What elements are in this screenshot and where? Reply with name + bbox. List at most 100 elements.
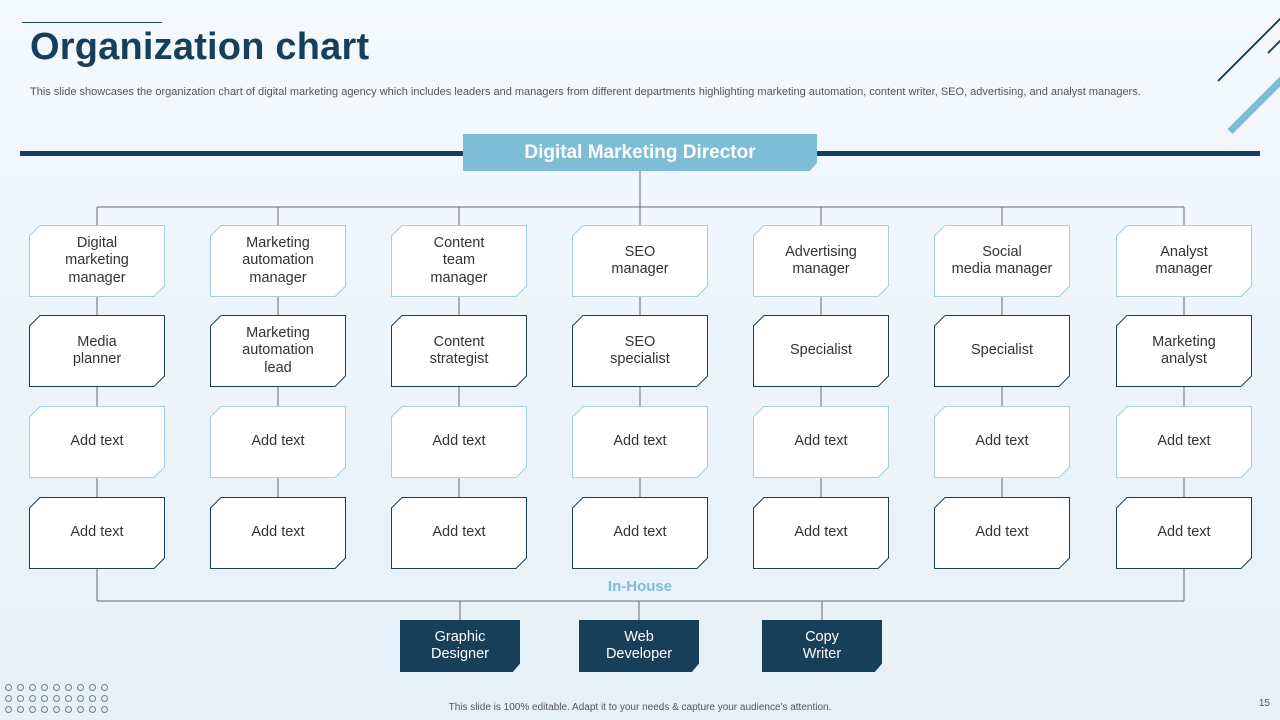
org-node-label: Add text (794, 433, 848, 450)
org-node-label: Marketing analyst (1152, 333, 1216, 368)
org-node-col4-row1: SEO manager (572, 225, 708, 297)
node-shape (210, 406, 346, 478)
node-shape (29, 497, 165, 569)
node-shape (934, 406, 1070, 478)
node-shape (29, 225, 165, 297)
decor-dot (65, 695, 72, 702)
decor-dot (17, 684, 24, 691)
org-node-label: Media planner (72, 333, 122, 368)
decor-dot (77, 706, 84, 713)
footer-note: This slide is 100% editable. Adapt it to… (448, 702, 832, 713)
org-node-col6-row1: Social media manager (934, 225, 1070, 297)
org-node-col6-row3: Add text (934, 406, 1070, 478)
org-node-col7-row3: Add text (1116, 406, 1252, 478)
in-house-label: In-House (607, 578, 673, 595)
node-shape (753, 497, 889, 569)
node-shape (1116, 406, 1252, 478)
decor-dot (101, 706, 108, 713)
dot-pattern-decoration (5, 684, 113, 713)
decor-dot (53, 706, 60, 713)
node-shape (391, 225, 527, 297)
org-node-label: Content team manager (430, 234, 488, 286)
decor-dot (29, 706, 36, 713)
org-node-label: Add text (975, 524, 1029, 541)
decor-dot (89, 706, 96, 713)
page-number: 15 (1258, 698, 1270, 709)
org-node-col7-row4: Add text (1116, 497, 1252, 569)
node-shape (391, 497, 527, 569)
node-shape (572, 497, 708, 569)
org-node-col3-row2: Content strategist (391, 315, 527, 387)
decor-dot (77, 684, 84, 691)
director-box: Digital Marketing Director (463, 134, 817, 171)
org-node-label: SEO specialist (610, 333, 670, 368)
org-node-col2-row3: Add text (210, 406, 346, 478)
org-node-label: Add text (251, 524, 305, 541)
node-shape (753, 225, 889, 297)
node-shape (210, 497, 346, 569)
org-node-label: Add text (432, 433, 486, 450)
org-node-label: Add text (432, 524, 486, 541)
org-node-label: Digital marketing manager (65, 234, 129, 286)
org-node-col2-row2: Marketing automation lead (210, 315, 346, 387)
org-node-label: Analyst manager (1155, 243, 1213, 278)
org-node-label: Add text (1157, 524, 1211, 541)
org-node-col1-row1: Digital marketing manager (29, 225, 165, 297)
node-shape (753, 406, 889, 478)
decor-dot (17, 695, 24, 702)
decor-dot (89, 684, 96, 691)
org-node-col5-row4: Add text (753, 497, 889, 569)
decor-dot (77, 695, 84, 702)
in-house-role-3: Copy Writer (762, 620, 882, 672)
decor-dot (5, 695, 12, 702)
node-shape (391, 406, 527, 478)
org-node-label: Add text (70, 433, 124, 450)
org-node-col4-row3: Add text (572, 406, 708, 478)
org-node-col5-row1: Advertising manager (753, 225, 889, 297)
node-shape (1116, 497, 1252, 569)
decor-dot (101, 684, 108, 691)
node-shape (210, 315, 346, 387)
decor-dot (41, 706, 48, 713)
node-shape (29, 315, 165, 387)
node-shape (1116, 225, 1252, 297)
org-node-col3-row3: Add text (391, 406, 527, 478)
org-node-col4-row2: SEO specialist (572, 315, 708, 387)
org-node-label: Advertising manager (785, 243, 857, 278)
org-node-label: Add text (251, 433, 305, 450)
decor-dot (29, 684, 36, 691)
org-node-label: Add text (794, 524, 848, 541)
org-node-col5-row2: Specialist (753, 315, 889, 387)
decor-dot (29, 695, 36, 702)
node-shape (934, 315, 1070, 387)
org-node-label: Marketing automation manager (242, 234, 314, 286)
org-node-label: Add text (975, 433, 1029, 450)
decor-dot (5, 706, 12, 713)
org-node-label: Add text (70, 524, 124, 541)
decor-dot (41, 695, 48, 702)
org-node-col1-row3: Add text (29, 406, 165, 478)
decor-dot (41, 684, 48, 691)
page-subtitle: This slide showcases the organization ch… (30, 86, 1141, 98)
org-node-col2-row1: Marketing automation manager (210, 225, 346, 297)
org-node-label: Social media manager (951, 243, 1053, 278)
org-node-col1-row2: Media planner (29, 315, 165, 387)
top-accent-rule (22, 22, 162, 23)
org-node-col1-row4: Add text (29, 497, 165, 569)
org-node-col2-row4: Add text (210, 497, 346, 569)
org-node-label: Specialist (970, 342, 1034, 359)
node-shape (572, 406, 708, 478)
org-node-col4-row4: Add text (572, 497, 708, 569)
in-house-role-2: Web Developer (579, 620, 699, 672)
org-node-label: Add text (613, 524, 667, 541)
decor-dot (53, 684, 60, 691)
org-node-col5-row3: Add text (753, 406, 889, 478)
decor-dot (65, 706, 72, 713)
decor-dot (65, 684, 72, 691)
org-node-label: Add text (613, 433, 667, 450)
org-node-col7-row1: Analyst manager (1116, 225, 1252, 297)
org-node-label: Add text (1157, 433, 1211, 450)
page-title: Organization chart (30, 26, 370, 68)
